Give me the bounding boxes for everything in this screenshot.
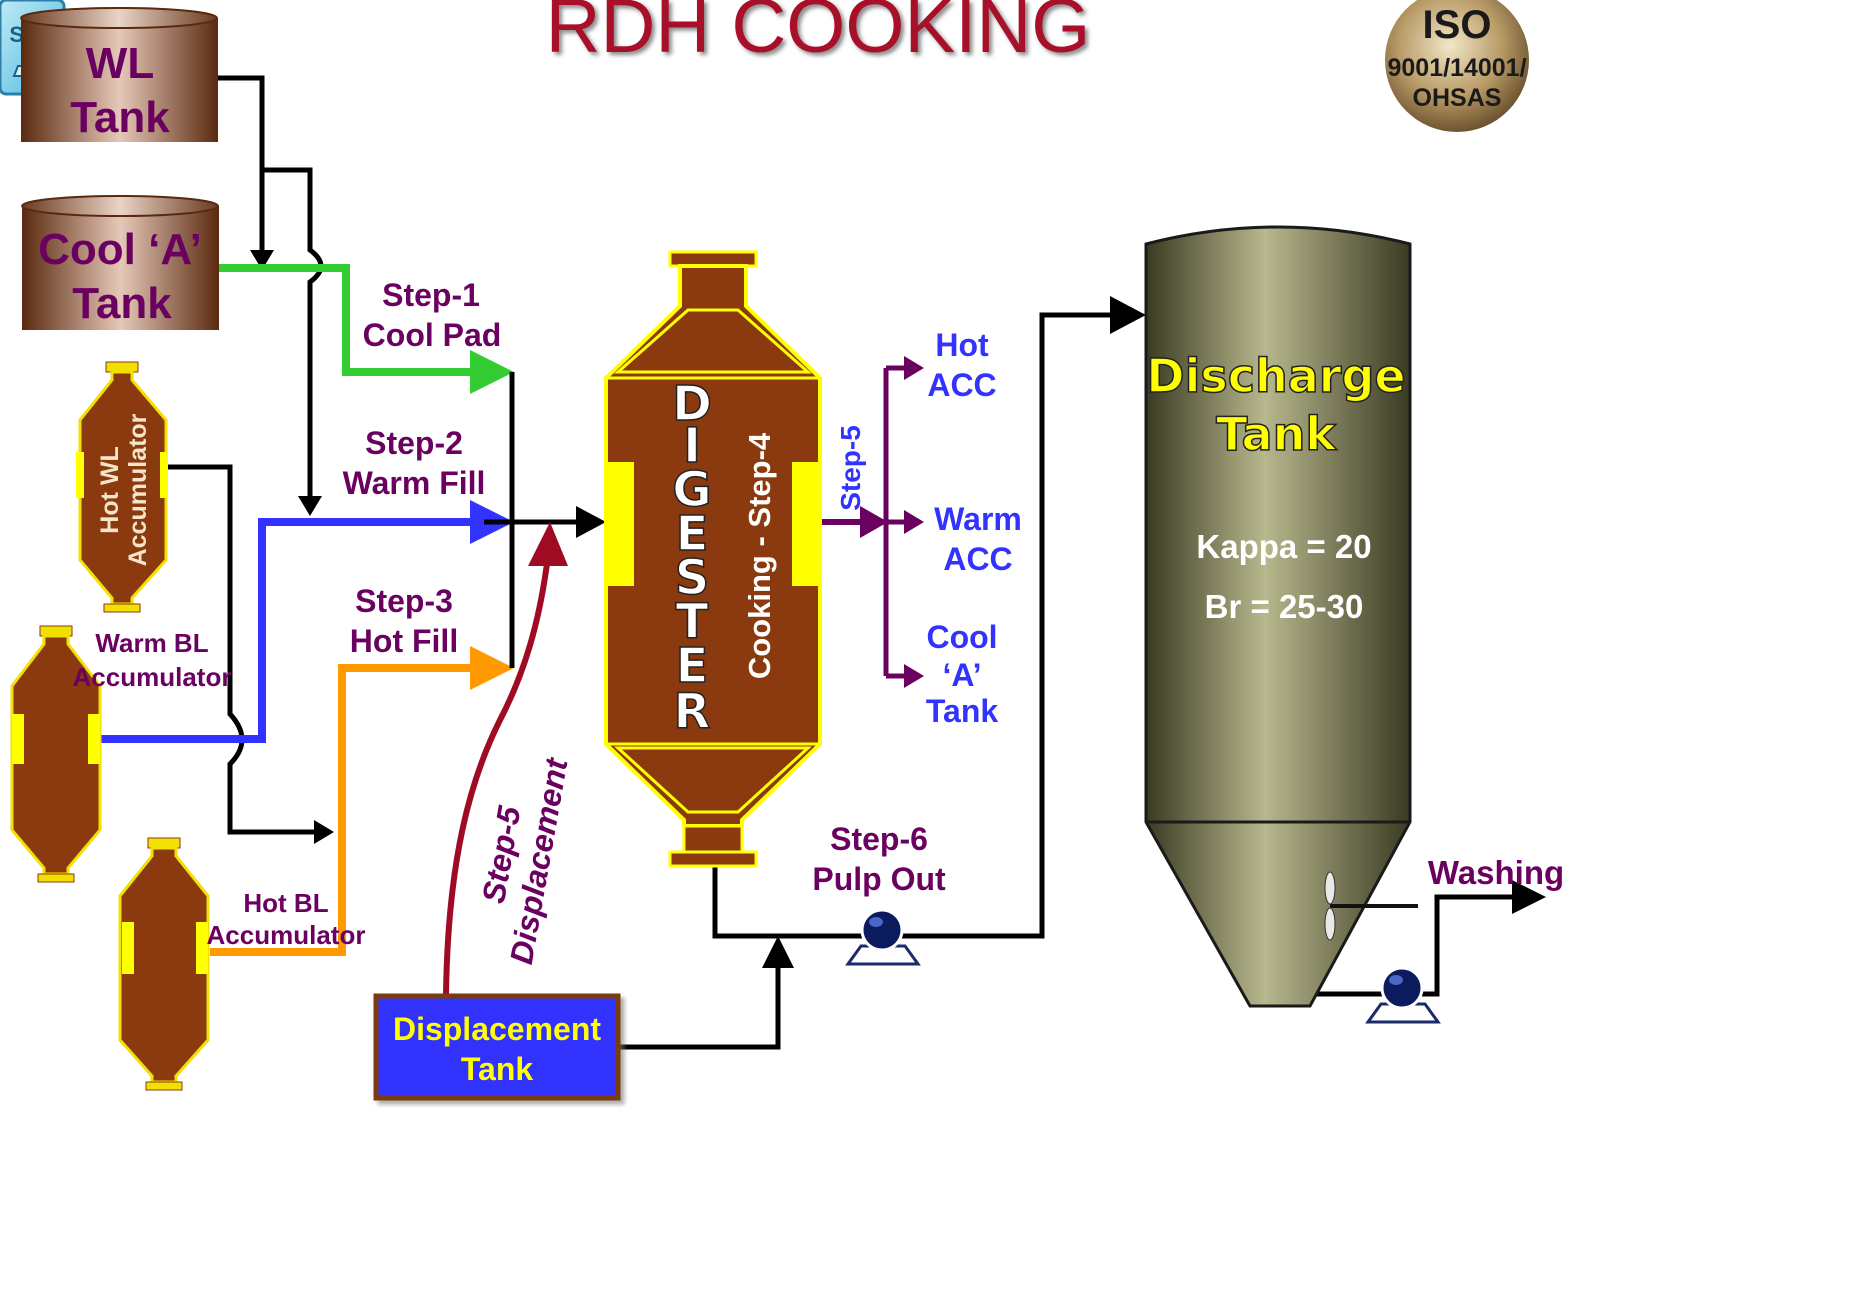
cooking-step4-label: Cooking - Step-4 xyxy=(742,432,777,679)
washing-pump-icon xyxy=(1365,966,1441,1024)
displacement-tank-label-2: Tank xyxy=(461,1051,534,1087)
pulp-out-pump-icon xyxy=(845,908,921,966)
arrow-head xyxy=(314,820,334,844)
digester-letter: E xyxy=(676,638,709,694)
acc-distribution-lines xyxy=(883,365,908,679)
step3-arrow xyxy=(470,646,514,690)
hot-wl-acc-label-1: Hot WL xyxy=(96,446,124,533)
wl-tank-label-2: Tank xyxy=(70,93,170,142)
digester-letter: E xyxy=(676,506,709,562)
pulp-out-line xyxy=(712,312,1116,939)
warm-bl-acc-label-2: Accumulator xyxy=(73,662,232,692)
cool-a-tank-label-2: Tank xyxy=(72,279,172,328)
hot-acc-label-1: Hot xyxy=(935,327,989,363)
warm-bl-accumulator xyxy=(10,625,102,883)
hot-bl-acc-label-1: Hot BL xyxy=(243,888,328,918)
step2-sublabel: Warm Fill xyxy=(343,465,486,501)
hot-acc-label-2: ACC xyxy=(927,367,996,403)
displacement-tank xyxy=(373,993,621,1101)
iso-ohsas: OHSAS xyxy=(1413,84,1502,112)
digester-letter: R xyxy=(674,684,711,740)
collector-line xyxy=(484,372,584,668)
digester-vessel xyxy=(604,250,822,868)
step1-label: Step-1 xyxy=(382,277,480,313)
displacement-arrow xyxy=(528,522,568,566)
step3-sublabel: Hot Fill xyxy=(350,623,458,659)
discharge-inlet-arrow xyxy=(1110,296,1146,334)
iso-standards: 9001/14001/ xyxy=(1387,54,1526,82)
washing-label: Washing xyxy=(1428,854,1564,891)
digester-inlet-arrow xyxy=(576,506,606,538)
step3-hot-fill-line xyxy=(210,664,480,956)
digester-letter: D xyxy=(672,376,712,432)
displacement-to-pump-line xyxy=(620,966,781,1050)
iso-badge: ISO 9001/14001/ OHSAS xyxy=(1385,0,1529,132)
step2-warm-fill-line xyxy=(100,518,480,743)
warm-acc-label-1: Warm xyxy=(934,501,1022,537)
hot-wl-accumulator: Hot WL Accumulator xyxy=(76,361,168,613)
wl-tank-label-1: WL xyxy=(86,39,154,88)
discharge-tank-label-1: Discharge xyxy=(1146,349,1405,403)
iso-title: ISO xyxy=(1423,3,1492,47)
washing-arrow xyxy=(1512,880,1546,914)
displacement-tank-label-1: Displacement xyxy=(393,1011,601,1047)
warm-bl-acc-label-1: Warm BL xyxy=(95,628,208,658)
digester-letters: D I G E S T E R xyxy=(671,375,712,741)
arrow-up xyxy=(762,936,794,968)
digester-letter: T xyxy=(676,594,709,650)
kappa-value: Kappa = 20 xyxy=(1196,528,1371,565)
arrow-head xyxy=(298,496,322,516)
hot-wl-acc-label-2: Accumulator xyxy=(124,413,152,566)
digester-letter: I xyxy=(683,418,701,474)
step2-label: Step-2 xyxy=(365,425,463,461)
step3-label: Step-3 xyxy=(355,583,453,619)
cool-a-tank-label-1: Cool ‘A’ xyxy=(38,225,202,274)
step1-sublabel: Cool Pad xyxy=(363,317,502,353)
cool-a-out-label-3: Tank xyxy=(926,693,999,729)
step5-displacement-label: Step-5 Displacement xyxy=(475,754,575,966)
discharge-tank-label-2: Tank xyxy=(1216,407,1337,461)
warm-acc-label-2: ACC xyxy=(943,541,1012,577)
br-value: Br = 25-30 xyxy=(1205,588,1364,625)
warm-acc-arrow xyxy=(904,510,924,534)
digester-letter: S xyxy=(675,550,710,606)
digester-letter: G xyxy=(672,462,711,518)
hot-acc-arrow xyxy=(904,356,924,380)
agitator-icon xyxy=(1324,871,1418,941)
cool-a-out-label-2: ‘A’ xyxy=(942,657,981,693)
hot-bl-accumulator xyxy=(118,837,210,1091)
wl-branch-line xyxy=(262,167,324,502)
hot-bl-acc-label-2: Accumulator xyxy=(207,920,366,950)
cool-a-out-label-1: Cool xyxy=(926,619,997,655)
step6-label: Step-6 xyxy=(830,821,928,857)
page-title: RDH COOKING xyxy=(546,0,1091,69)
step1-cool-pad-line xyxy=(218,264,480,376)
cool-a-arrow xyxy=(904,664,924,688)
step1-arrow xyxy=(470,350,514,394)
step6-sublabel: Pulp Out xyxy=(812,861,946,897)
step5-arrow xyxy=(860,506,888,538)
arrow-head xyxy=(250,250,274,270)
displacement-line xyxy=(443,555,551,995)
discharge-tank xyxy=(1144,225,1418,1008)
wl-tank-line xyxy=(218,75,265,258)
washing-line xyxy=(1310,894,1520,997)
step5-out-label: Step-5 xyxy=(835,425,866,511)
wl-tank: WL Tank xyxy=(20,7,218,142)
cool-a-tank: Cool ‘A’ Tank xyxy=(21,195,219,330)
